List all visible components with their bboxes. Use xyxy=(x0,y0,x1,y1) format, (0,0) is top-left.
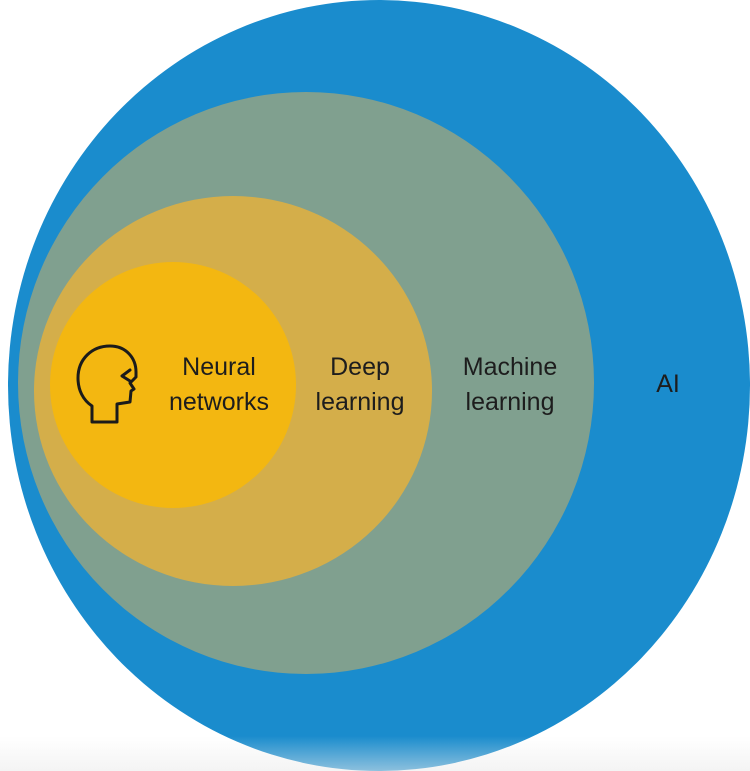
neural-networks-circle xyxy=(50,262,296,508)
ai-label: AI xyxy=(640,367,696,402)
deep-learning-label-line-2: learning xyxy=(315,388,405,416)
ai-label-line-1: AI xyxy=(656,370,680,398)
machine-learning-label: Machine learning xyxy=(448,350,572,420)
head-profile-icon xyxy=(76,344,138,424)
machine-learning-label-line-1: Machine xyxy=(462,353,558,381)
deep-learning-label: Deep learning xyxy=(300,350,420,420)
neural-networks-label-line-1: Neural xyxy=(182,353,256,381)
neural-networks-label: Neural networks xyxy=(152,350,286,420)
neural-networks-label-line-2: networks xyxy=(168,388,270,416)
machine-learning-label-line-2: learning xyxy=(465,388,555,416)
deep-learning-label-line-1: Deep xyxy=(330,353,390,381)
